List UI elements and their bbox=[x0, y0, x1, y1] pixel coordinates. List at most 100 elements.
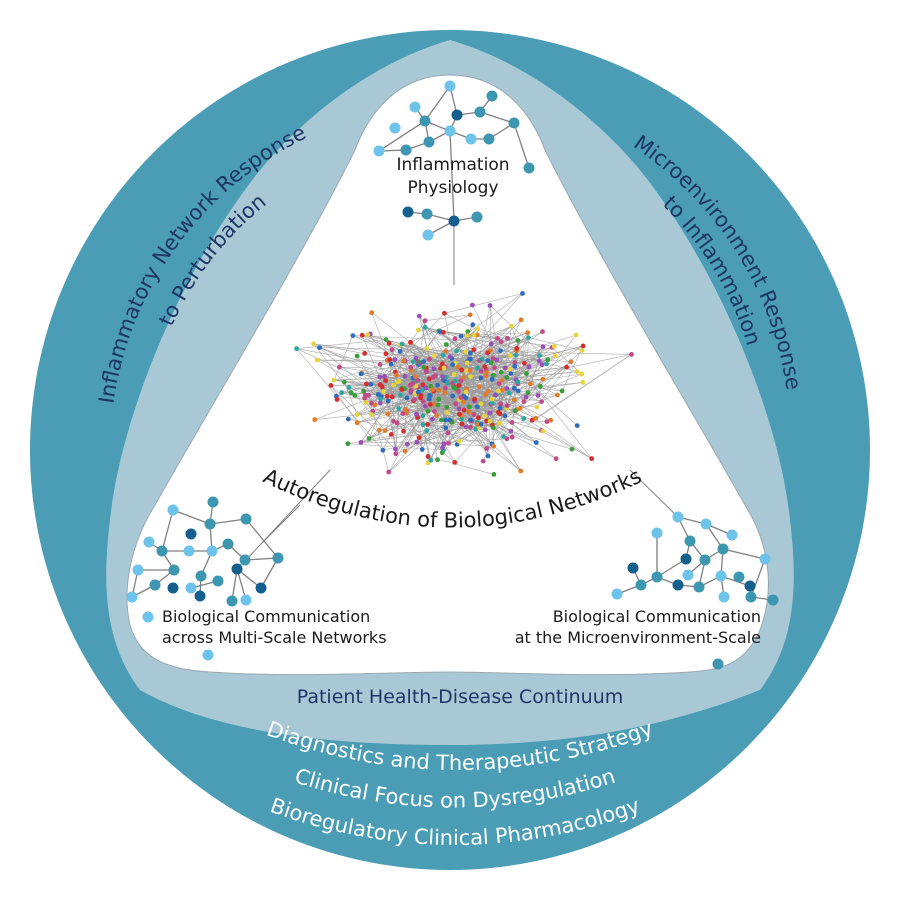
top-cluster-node bbox=[389, 122, 401, 134]
bottom-right-cluster-node bbox=[767, 594, 779, 606]
central-network-node bbox=[430, 387, 435, 393]
central-network-node bbox=[536, 358, 542, 364]
top-cluster-edge bbox=[424, 85, 451, 122]
central-network-node bbox=[489, 400, 495, 406]
central-network-node bbox=[456, 438, 462, 444]
central-network-node bbox=[439, 417, 444, 423]
central-network-node bbox=[471, 347, 477, 353]
central-network-node bbox=[339, 390, 345, 395]
bottom-left-label-line2: across Multi-Scale Networks bbox=[162, 628, 387, 647]
central-network-node bbox=[389, 347, 395, 353]
central-network-node bbox=[438, 365, 443, 371]
central-network-node bbox=[539, 399, 544, 404]
central-network-node bbox=[482, 413, 487, 419]
bottom-left-cluster-network bbox=[126, 496, 284, 661]
central-network-edge bbox=[486, 346, 555, 370]
central-network-node bbox=[507, 353, 513, 359]
central-network-node bbox=[435, 402, 441, 408]
central-network-node bbox=[422, 325, 428, 330]
central-network-node bbox=[524, 371, 529, 377]
central-network-node bbox=[439, 450, 445, 456]
central-network-node bbox=[401, 428, 406, 434]
central-network-edge bbox=[509, 355, 592, 459]
central-network-node bbox=[534, 404, 540, 410]
bottom-left-cluster-node bbox=[204, 518, 216, 530]
central-network-node bbox=[346, 385, 352, 390]
central-network-node bbox=[388, 432, 394, 437]
central-network-node bbox=[314, 357, 320, 363]
central-network-node bbox=[447, 417, 452, 423]
central-network-node bbox=[435, 382, 440, 388]
central-network-node bbox=[415, 327, 421, 333]
central-network-node bbox=[440, 329, 446, 335]
central-network-node bbox=[399, 341, 405, 347]
central-network-node bbox=[471, 332, 477, 338]
central-network-edge bbox=[356, 404, 376, 415]
central-network-edge bbox=[330, 385, 396, 450]
central-network-edge bbox=[466, 388, 542, 402]
central-network-node bbox=[354, 412, 360, 417]
central-network-node bbox=[482, 364, 488, 370]
central-network-node bbox=[425, 422, 430, 427]
bottom-right-cluster-node bbox=[744, 580, 756, 592]
central-network-edge bbox=[506, 354, 632, 440]
bottom-left-cluster-node bbox=[168, 564, 180, 576]
bottom-right-cluster-network bbox=[611, 511, 779, 670]
central-network-node bbox=[395, 379, 401, 385]
top-cluster-edge bbox=[513, 122, 530, 169]
central-network-node bbox=[430, 416, 435, 422]
central-network-node bbox=[352, 393, 358, 398]
bottom-right-cluster-node bbox=[682, 569, 694, 581]
central-network-node bbox=[402, 407, 408, 412]
central-network-node bbox=[535, 393, 541, 398]
bottom-right-cluster-node bbox=[733, 571, 745, 583]
central-network-node bbox=[629, 352, 634, 357]
central-network-node bbox=[420, 413, 426, 419]
central-network-node bbox=[341, 379, 347, 385]
central-network-node bbox=[513, 352, 519, 358]
bottom-left-cluster-node bbox=[143, 536, 155, 548]
central-network-node bbox=[514, 346, 520, 351]
central-network-node bbox=[407, 382, 413, 388]
central-network-node bbox=[526, 364, 532, 370]
central-network-node bbox=[354, 353, 360, 359]
central-network-node bbox=[441, 365, 447, 371]
bottom-right-cluster-node bbox=[718, 591, 730, 603]
central-network-node bbox=[420, 422, 426, 428]
central-network-node bbox=[477, 425, 482, 431]
central-network-node bbox=[509, 323, 514, 329]
central-network-node bbox=[479, 356, 485, 362]
central-network-node bbox=[386, 340, 392, 346]
central-network-node bbox=[440, 352, 446, 358]
central-network-node bbox=[428, 457, 434, 463]
central-network-node bbox=[515, 379, 521, 385]
central-network-node bbox=[475, 326, 480, 332]
central-network-node bbox=[412, 397, 417, 402]
central-network-node bbox=[445, 430, 451, 436]
central-network-node bbox=[421, 359, 426, 364]
central-network-node bbox=[520, 291, 525, 296]
central-network-node bbox=[451, 372, 457, 377]
central-network-graph bbox=[294, 291, 634, 477]
central-network-node bbox=[498, 348, 503, 354]
central-network-node bbox=[574, 423, 580, 428]
central-network-node bbox=[443, 348, 449, 354]
central-network-node bbox=[564, 364, 570, 370]
central-network-node bbox=[385, 398, 391, 404]
central-network-node bbox=[441, 441, 447, 447]
top-cluster-node bbox=[409, 101, 421, 113]
central-network-node bbox=[427, 393, 433, 398]
central-network-node bbox=[500, 387, 505, 393]
central-network-node bbox=[490, 356, 496, 361]
central-network-node bbox=[402, 373, 408, 379]
central-network-node bbox=[456, 406, 462, 412]
central-network-edge bbox=[476, 332, 528, 336]
bottom-left-cluster-node bbox=[142, 611, 154, 623]
central-network-node bbox=[358, 371, 364, 377]
central-network-node bbox=[382, 428, 388, 433]
central-network-node bbox=[432, 409, 437, 414]
bottom-right-cluster-node bbox=[680, 553, 692, 565]
top-cluster-node bbox=[465, 133, 477, 145]
central-network-node bbox=[350, 333, 356, 338]
